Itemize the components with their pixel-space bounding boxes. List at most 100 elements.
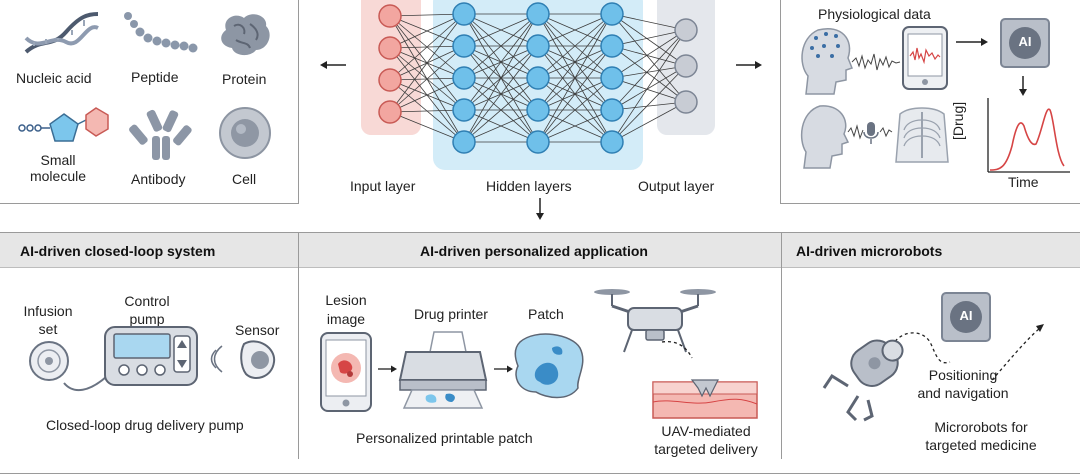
small-molecule-label: Small molecule [28, 152, 88, 184]
positioning-line2: and navigation [917, 385, 1009, 401]
sensor-icon [240, 340, 276, 379]
arrow-ai-down-icon [1019, 76, 1027, 96]
tubing-icon [63, 376, 107, 392]
input-layer-label: Input layer [350, 178, 416, 194]
chest-xray-icon [895, 107, 949, 163]
tablet-icon [902, 26, 948, 90]
hidden-layers-label: Hidden layers [486, 178, 572, 194]
infusion-line1: Infusion [23, 303, 73, 319]
control-line2: pump [129, 311, 165, 327]
hidden-node [452, 34, 476, 58]
nn-connection [389, 13, 465, 113]
lesion-line2: image [326, 311, 366, 327]
ai-chip-label-bottom: AI [959, 308, 973, 323]
control-line1: Control [124, 293, 170, 309]
infusion-line2: set [38, 321, 58, 337]
uav-line2: targeted delivery [654, 441, 758, 457]
hidden-node [600, 130, 624, 154]
hidden-node [600, 66, 624, 90]
positioning-line1: Positioning [928, 367, 998, 383]
output-node [674, 54, 698, 78]
sensor-label: Sensor [235, 322, 280, 338]
patch-icon [514, 333, 584, 399]
drug-axis-label: [Drug] [950, 101, 966, 140]
nn-connection [611, 65, 687, 111]
nn-connection [611, 101, 687, 111]
nn-connection [537, 13, 613, 111]
peptide-label: Peptide [131, 69, 179, 85]
arrow-right-icon [736, 61, 762, 69]
antibody-icon [129, 109, 192, 160]
output-layer-label: Output layer [638, 178, 715, 194]
nn-connection [389, 13, 465, 49]
input-node [378, 36, 402, 60]
drug-printer-label: Drug printer [414, 306, 488, 322]
personalized-caption: Personalized printable patch [356, 430, 533, 446]
ai-chip-top: AI [1000, 18, 1050, 68]
hidden-node [452, 98, 476, 122]
input-node [378, 100, 402, 124]
output-node [674, 18, 698, 42]
voice-head-icon [800, 105, 850, 169]
microrobot-icon [822, 339, 904, 422]
microphone-icon [847, 122, 893, 144]
divider-1 [298, 233, 299, 459]
arrow-to-ai-icon [956, 38, 988, 46]
closed-loop-header: AI-driven closed-loop system [20, 243, 216, 259]
hidden-node [600, 2, 624, 26]
nn-connection [463, 109, 539, 143]
nn-connection [537, 77, 613, 143]
peptide-icon [124, 12, 198, 53]
nn-connection [611, 65, 687, 79]
nn-connection [611, 45, 687, 67]
hidden-node [600, 34, 624, 58]
cell-icon [219, 107, 271, 159]
drug-curve-chart [987, 98, 1070, 173]
phone-lesion-icon [320, 332, 372, 412]
nn-connection [389, 77, 465, 113]
uav-line1: UAV-mediated [661, 423, 751, 439]
nn-connection [463, 13, 539, 47]
nn-connection [389, 13, 465, 17]
nn-connection [463, 45, 539, 143]
nn-connection [611, 29, 687, 143]
microrobots-caption: Microrobots for targeted medicine [906, 418, 1056, 454]
nn-connection [611, 13, 687, 31]
small-molecule-icon [18, 107, 109, 142]
control-pump-label: Control pump [112, 292, 182, 328]
nn-connection [611, 65, 687, 143]
small-molecule-line2: molecule [29, 168, 87, 184]
nn-connection [611, 29, 687, 79]
input-node [378, 4, 402, 28]
nucleic-acid-label: Nucleic acid [16, 70, 92, 86]
lesion-image-label: Lesion image [318, 291, 374, 329]
drone-icon [594, 289, 716, 359]
uav-delivery-label: UAV-mediated targeted delivery [636, 422, 776, 458]
nn-connection [611, 13, 687, 67]
dna-icon [24, 12, 99, 54]
protein-label: Protein [222, 71, 267, 87]
bottom-header-bar [0, 233, 1080, 268]
nn-connection [537, 45, 613, 143]
nn-connection [389, 109, 465, 113]
nn-connection [537, 109, 613, 143]
nn-connection [611, 13, 687, 103]
nn-connection [463, 13, 539, 79]
wireless-signal-icon [210, 345, 223, 373]
ai-chip-bottom: AI [941, 292, 991, 342]
microrobots-header: AI-driven microrobots [796, 243, 943, 259]
arrow-down-icon [536, 198, 544, 220]
ai-brain-icon-bottom [950, 301, 982, 333]
lesion-line1: Lesion [325, 292, 367, 308]
nn-connection [611, 101, 687, 143]
hidden-node [526, 130, 550, 154]
nn-connection [463, 77, 539, 143]
nn-connection [463, 13, 539, 111]
nn-connection [389, 111, 465, 143]
time-axis-label: Time [1008, 174, 1039, 190]
closed-loop-caption: Closed-loop drug delivery pump [46, 417, 244, 433]
arrow-left-icon [320, 61, 346, 69]
hidden-node [526, 98, 550, 122]
small-molecule-line1: Small [40, 152, 76, 168]
drug-printer-icon [398, 331, 488, 409]
